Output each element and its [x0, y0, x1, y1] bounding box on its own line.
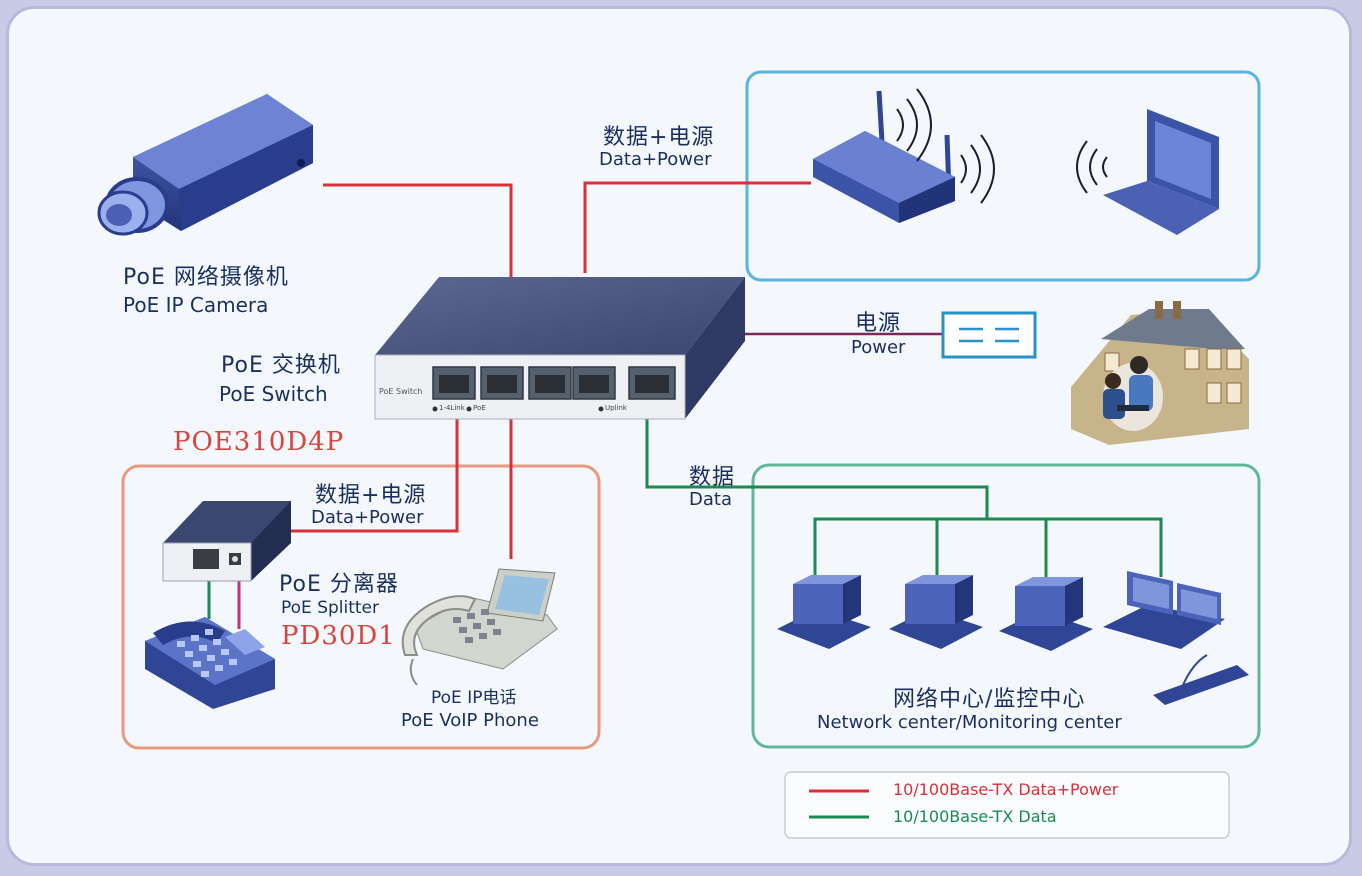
network-center-label-en: Network center/Monitoring center	[817, 712, 1122, 733]
switch-label-en: PoE Switch	[219, 382, 328, 406]
wireless-router-icon	[813, 88, 995, 223]
data-link-line	[645, 419, 989, 519]
laptop-icon	[1076, 109, 1219, 235]
ip-camera-icon	[97, 94, 313, 236]
wireless-group-box	[745, 70, 1261, 282]
splitter-link-label-en: Data+Power	[311, 507, 424, 528]
splitter-link-label-cn: 数据+电源	[315, 483, 427, 508]
splitter-link-line	[291, 419, 459, 533]
network-center-group-box	[751, 463, 1261, 749]
diagram-frame: PoE Switch 1-4Link PoE Uplink PoE 网络摄像机 …	[6, 6, 1352, 866]
switch-label-cn: PoE 交换机	[221, 353, 341, 378]
switch-port-label-uplink: Uplink	[605, 404, 627, 412]
voip-label-en: PoE VoIP Phone	[401, 710, 539, 731]
network-bus-lines	[813, 517, 1163, 584]
legend-label-data-power: 10/100Base-TX Data+Power	[893, 780, 1119, 799]
legend-box	[784, 771, 1230, 839]
splitter-label-cn: PoE 分离器	[279, 572, 399, 597]
wireless-link-line	[583, 181, 811, 273]
switch-port-label-link: 1-4Link	[439, 404, 465, 412]
poe-splitter-icon	[162, 501, 291, 582]
home-office-icon	[1071, 301, 1249, 445]
monitoring-console-icon	[1103, 571, 1249, 705]
switch-faceplate-label: PoE Switch	[379, 387, 423, 396]
splitter-model-label: PD30D1	[281, 621, 396, 651]
workstation-icon-1	[777, 575, 871, 649]
workstation-icon-3	[999, 577, 1093, 651]
wireless-link-label-cn: 数据+电源	[603, 125, 715, 150]
workstation-icon-2	[889, 575, 983, 649]
camera-label-cn: PoE 网络摄像机	[123, 265, 289, 290]
desk-phone-icon	[145, 617, 275, 709]
camera-link-line	[323, 183, 513, 277]
legend-label-data: 10/100Base-TX Data	[893, 807, 1057, 826]
splitter-group-box	[121, 464, 601, 750]
switch-model-label: POE310D4P	[173, 427, 345, 457]
voip-phone-icon	[401, 568, 558, 686]
network-center-label-cn: 网络中心/监控中心	[893, 687, 1086, 712]
switch-port-label-poe: PoE	[473, 404, 486, 412]
diagram-canvas	[97, 70, 1261, 839]
splitter-label-en: PoE Splitter	[281, 598, 379, 618]
data-link-label-cn: 数据	[689, 465, 736, 490]
camera-label-en: PoE IP Camera	[123, 293, 269, 317]
power-label-en: Power	[851, 337, 906, 358]
power-adapter-icon	[941, 311, 1037, 359]
wireless-link-label-en: Data+Power	[599, 149, 712, 170]
power-label-cn: 电源	[855, 311, 902, 336]
voip-label-cn: PoE IP电话	[431, 688, 517, 708]
poe-switch-icon	[374, 277, 745, 420]
data-link-label-en: Data	[689, 489, 732, 510]
